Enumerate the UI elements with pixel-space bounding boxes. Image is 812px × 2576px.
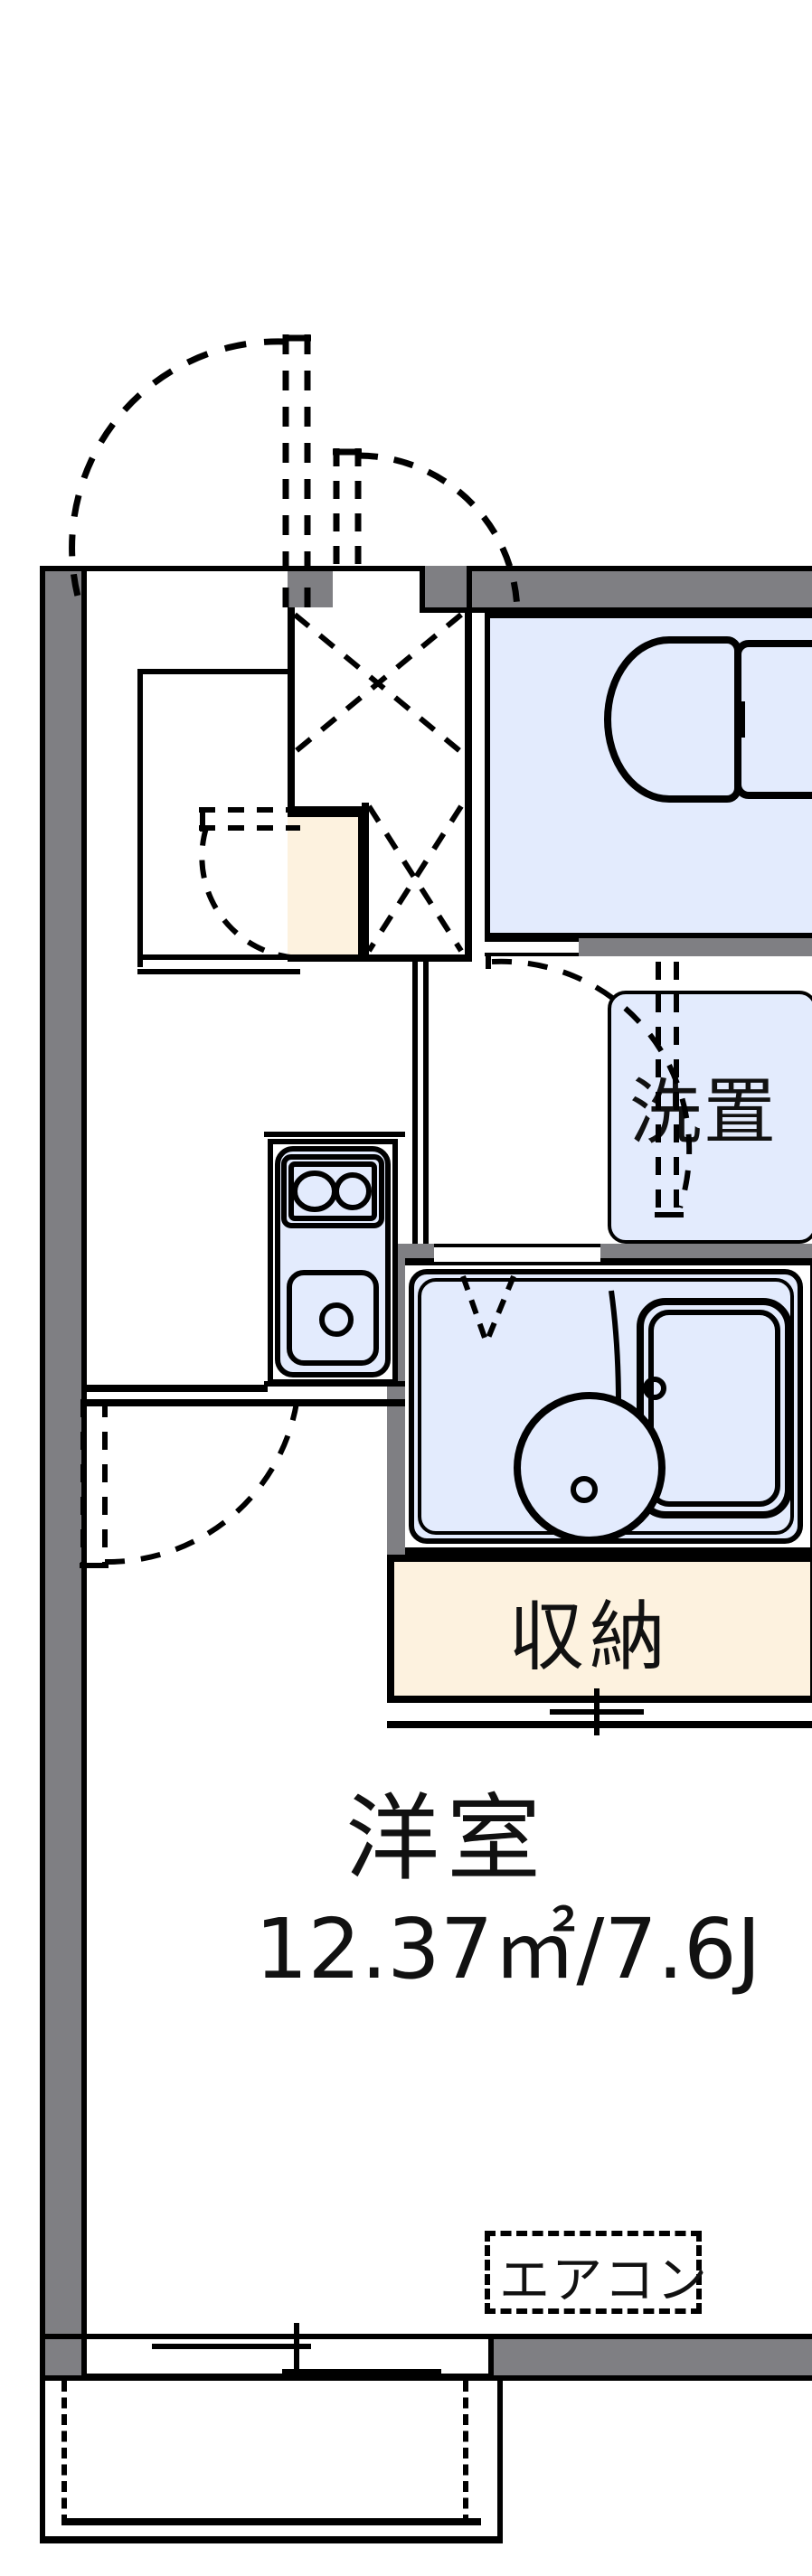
washer-space-label: 洗置 bbox=[629, 1072, 778, 1155]
washer-space bbox=[608, 991, 812, 1244]
unit-bath-fixtures bbox=[460, 1274, 792, 1544]
main-room-top-edge bbox=[87, 1385, 268, 1392]
toilet-bowl-icon bbox=[604, 636, 812, 803]
entrance-recess-2 bbox=[87, 566, 288, 613]
balcony-rail-left bbox=[61, 2381, 67, 2525]
partition-line-2 bbox=[423, 962, 429, 1262]
partition-line-1 bbox=[412, 962, 418, 1262]
kitchen-ledge-bottom bbox=[264, 1381, 405, 1387]
corridor-top-edge bbox=[137, 669, 293, 674]
secondary-door-opening-top bbox=[333, 566, 420, 571]
corridor-left-edge bbox=[137, 669, 143, 967]
toilet-door-opening bbox=[485, 938, 579, 956]
main-room-top-edge-2 bbox=[87, 1399, 405, 1406]
genkan-merge-patch bbox=[369, 795, 465, 817]
kitchen-ledge-top bbox=[264, 1132, 405, 1137]
main-room-area: 12.37㎡/7.6J bbox=[255, 1900, 761, 1998]
aircon-label: エアコン bbox=[499, 2251, 710, 2310]
interior-wall-genkan-toilet bbox=[420, 566, 472, 613]
exterior-wall-bottom-left bbox=[40, 2334, 87, 2381]
interior-wall-toilet-bottom bbox=[579, 938, 812, 956]
kitchen-fixtures bbox=[281, 1154, 384, 1366]
secondary-door-opening bbox=[333, 566, 420, 613]
balcony-rail-right bbox=[463, 2381, 468, 2525]
exterior-wall-bottom-right bbox=[488, 2334, 812, 2381]
genkan-area-lower bbox=[362, 803, 472, 962]
closet-door-swing bbox=[199, 807, 305, 962]
corridor-bottom-edge bbox=[137, 954, 300, 960]
balcony-area bbox=[40, 2381, 503, 2543]
entrance-door-swing bbox=[69, 334, 311, 611]
shoe-closet-cross-icon bbox=[293, 612, 464, 953]
entrance-recess-edge-top bbox=[87, 566, 288, 571]
washroom-door-swing bbox=[486, 954, 693, 1218]
storage-label: 収納 bbox=[508, 1593, 672, 1681]
main-room-name: 洋室 bbox=[345, 1786, 549, 1894]
balcony-inner-rail bbox=[61, 2381, 481, 2525]
corridor-area bbox=[87, 607, 288, 973]
corridor-bottom-edge2 bbox=[137, 969, 300, 974]
bath-door-opening bbox=[434, 1244, 600, 1265]
storage-sliding-marker bbox=[550, 1688, 644, 1735]
exterior-wall-left bbox=[40, 566, 87, 2381]
aircon-box bbox=[485, 2231, 702, 2314]
room-door-swing bbox=[80, 1399, 299, 1568]
